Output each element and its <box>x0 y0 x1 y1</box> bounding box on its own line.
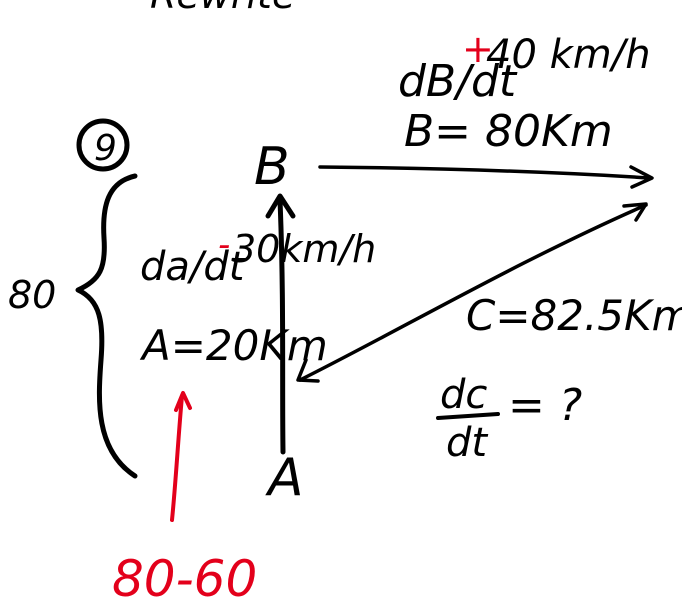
rate-a-sign: - <box>218 225 230 265</box>
rate-a-value: 30km/h <box>232 227 376 271</box>
distance-a-text: A=20Km <box>139 321 328 370</box>
circled-number: 9 <box>76 118 130 172</box>
circled-number-label: 9 <box>94 128 117 169</box>
question-rhs: = ? <box>508 380 582 431</box>
diagonal-arrow <box>296 202 648 383</box>
red-note: 80-60 <box>112 550 257 608</box>
rate-b-sign: + <box>462 27 494 71</box>
question-denominator: dt <box>446 420 488 466</box>
rate-b-equation: dB/dt + 40 km/h <box>398 27 651 107</box>
top-cutoff-text: Rewrite <box>150 0 295 17</box>
distance-c-text: C=82.5Km <box>466 291 682 340</box>
question-equation: dc dt = ? <box>436 372 582 466</box>
brace-label: 80 <box>8 273 56 317</box>
curly-brace <box>75 173 138 479</box>
rate-a-lhs: da/dt <box>140 244 246 290</box>
point-b-label: B <box>254 137 290 197</box>
horizontal-arrow <box>318 165 654 189</box>
rate-b-value: 40 km/h <box>486 32 651 78</box>
distance-b-text: B= 80Km <box>404 106 613 157</box>
red-arrow <box>170 391 192 522</box>
rate-a-equation: da/dt - 30km/h <box>140 225 376 290</box>
point-a-label: A <box>265 448 304 508</box>
rate-b-lhs: dB/dt <box>398 56 518 107</box>
circle-outline <box>76 118 130 172</box>
vertical-arrow <box>265 193 296 455</box>
fraction-bar <box>436 412 500 420</box>
question-numerator: dc <box>440 372 487 418</box>
